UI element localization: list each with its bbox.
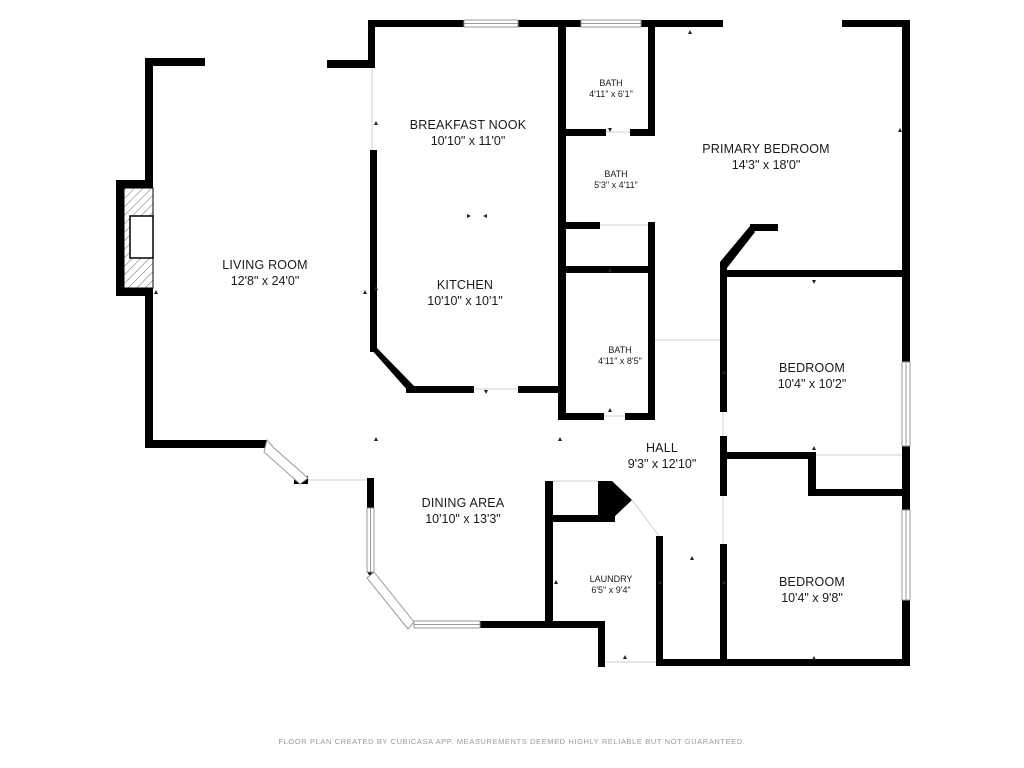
room-dimensions: 14'3" x 18'0" <box>731 157 801 172</box>
room-label-hall: HALL 9'3" x 12'10" <box>628 441 697 472</box>
room-dimensions: 5'3" x 4'11" <box>594 180 638 191</box>
windows <box>263 19 911 630</box>
room-label-bath-3: BATH 4'11" x 8'5" <box>598 345 642 368</box>
room-label-living-room: LIVING ROOM 12'8" x 24'0" <box>222 258 308 289</box>
room-dimensions: 10'10" x 11'0" <box>430 133 506 148</box>
room-label-primary-bedroom: PRIMARY BEDROOM 14'3" x 18'0" <box>702 142 830 173</box>
room-label-breakfast-nook: BREAKFAST NOOK 10'10" x 11'0" <box>410 118 527 149</box>
room-name: LIVING ROOM <box>222 258 308 272</box>
room-name: PRIMARY BEDROOM <box>702 142 830 156</box>
room-dimensions: 12'8" x 24'0" <box>230 273 300 288</box>
door-gaps <box>308 68 902 663</box>
room-dimensions: 10'10" x 10'1" <box>427 293 503 308</box>
room-label-bath-2: BATH 5'3" x 4'11" <box>594 169 638 192</box>
tick-marks <box>154 30 902 660</box>
room-name: HALL <box>645 441 679 455</box>
room-dimensions: 10'4" x 9'8" <box>781 590 843 605</box>
room-label-bedroom-1: BEDROOM 10'4" x 10'2" <box>778 361 847 392</box>
fireplace-box <box>129 215 154 259</box>
room-name: BATH <box>608 345 632 355</box>
room-name: BATH <box>599 78 623 88</box>
room-name: BEDROOM <box>779 361 845 375</box>
room-label-kitchen: KITCHEN 10'10" x 10'1" <box>427 278 503 309</box>
room-name: DINING AREA <box>421 496 505 510</box>
room-name: KITCHEN <box>436 278 494 292</box>
room-dimensions: 10'4" x 10'2" <box>777 376 847 391</box>
room-name: BATH <box>604 169 628 179</box>
room-label-laundry: LAUNDRY 6'5" x 9'4" <box>590 574 633 597</box>
walls <box>116 20 910 667</box>
room-dimensions: 4'11" x 6'1" <box>589 89 633 100</box>
room-label-dining-area: DINING AREA 10'10" x 13'3" <box>422 496 505 527</box>
room-name: LAUNDRY <box>589 574 633 584</box>
room-label-bedroom-2: BEDROOM 10'4" x 9'8" <box>779 575 845 606</box>
room-dimensions: 10'10" x 13'3" <box>425 511 501 526</box>
disclaimer-footer: FLOOR PLAN CREATED BY CUBICASA APP. MEAS… <box>278 737 746 746</box>
room-dimensions: 6'5" x 9'4" <box>591 585 631 596</box>
room-name: BEDROOM <box>779 575 845 589</box>
room-dimensions: 4'11" x 8'5" <box>598 356 642 367</box>
room-dimensions: 9'3" x 12'10" <box>627 456 697 471</box>
room-label-bath-1: BATH 4'11" x 6'1" <box>589 78 633 101</box>
room-name: BREAKFAST NOOK <box>409 118 527 132</box>
